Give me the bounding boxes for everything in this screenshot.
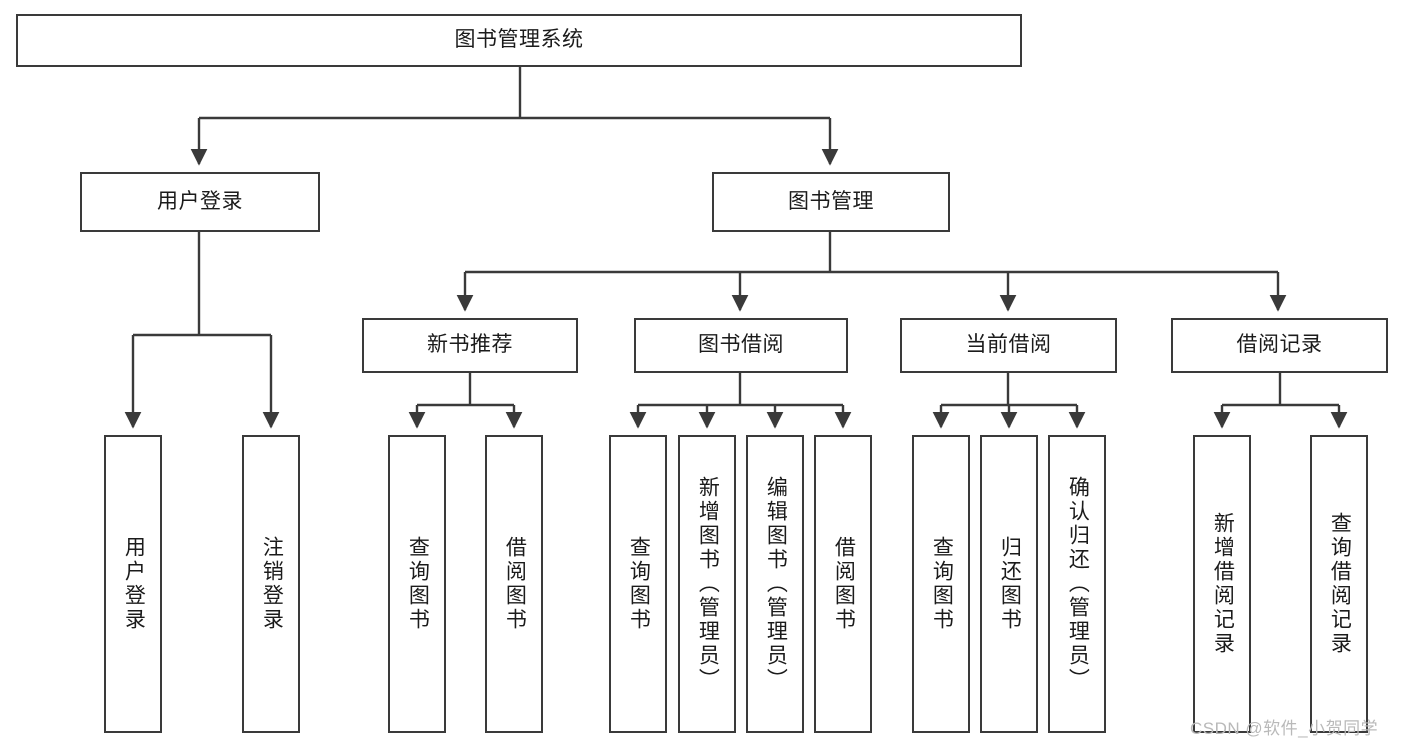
- leaf-query-book-1[interactable]: 查询图书: [388, 435, 446, 733]
- leaf-add-record-label: 新增借阅记录: [1211, 512, 1235, 656]
- leaf-query-record-label: 查询借阅记录: [1328, 512, 1352, 656]
- leaf-confirm-return[interactable]: 确认归还（管理员）: [1048, 435, 1106, 733]
- node-book-management-label: 图书管理: [788, 189, 874, 213]
- leaf-query-book-3-label: 查询图书: [930, 536, 954, 632]
- node-borrow-record[interactable]: 借阅记录: [1171, 318, 1388, 373]
- leaf-query-book-2-label: 查询图书: [627, 536, 651, 632]
- leaf-add-book[interactable]: 新增图书（管理员）: [678, 435, 736, 733]
- node-new-book-recommend-label: 新书推荐: [427, 333, 513, 357]
- leaf-confirm-return-label: 确认归还（管理员）: [1066, 476, 1090, 692]
- node-user-login-label: 用户登录: [157, 189, 243, 213]
- csdn-watermark: CSDN @软件_小贺同学: [1190, 719, 1379, 738]
- leaf-logout-login[interactable]: 注销登录: [242, 435, 300, 733]
- leaf-user-login[interactable]: 用户登录: [104, 435, 162, 733]
- leaf-add-book-label: 新增图书（管理员）: [696, 476, 720, 692]
- leaf-borrow-book-1-label: 借阅图书: [503, 536, 527, 632]
- node-new-book-recommend[interactable]: 新书推荐: [362, 318, 578, 373]
- node-book-management[interactable]: 图书管理: [712, 172, 950, 232]
- leaf-borrow-book-1[interactable]: 借阅图书: [485, 435, 543, 733]
- leaf-query-book-1-label: 查询图书: [406, 536, 430, 632]
- node-root-label: 图书管理系统: [454, 28, 584, 52]
- leaf-return-book[interactable]: 归还图书: [980, 435, 1038, 733]
- leaf-query-book-3[interactable]: 查询图书: [912, 435, 970, 733]
- leaf-query-record[interactable]: 查询借阅记录: [1310, 435, 1368, 733]
- leaf-add-record[interactable]: 新增借阅记录: [1193, 435, 1251, 733]
- node-root[interactable]: 图书管理系统: [16, 14, 1022, 67]
- node-book-borrow-label: 图书借阅: [698, 333, 784, 357]
- leaf-query-book-2[interactable]: 查询图书: [609, 435, 667, 733]
- leaf-edit-book-label: 编辑图书（管理员）: [764, 476, 788, 692]
- node-book-borrow[interactable]: 图书借阅: [634, 318, 848, 373]
- node-current-borrow[interactable]: 当前借阅: [900, 318, 1117, 373]
- leaf-edit-book[interactable]: 编辑图书（管理员）: [746, 435, 804, 733]
- leaf-borrow-book-2[interactable]: 借阅图书: [814, 435, 872, 733]
- leaf-user-login-label: 用户登录: [122, 536, 146, 632]
- node-user-login[interactable]: 用户登录: [80, 172, 320, 232]
- leaf-return-book-label: 归还图书: [998, 536, 1022, 632]
- node-borrow-record-label: 借阅记录: [1236, 333, 1323, 357]
- leaf-borrow-book-2-label: 借阅图书: [832, 536, 856, 632]
- leaf-logout-login-label: 注销登录: [260, 536, 284, 632]
- node-current-borrow-label: 当前借阅: [965, 333, 1052, 357]
